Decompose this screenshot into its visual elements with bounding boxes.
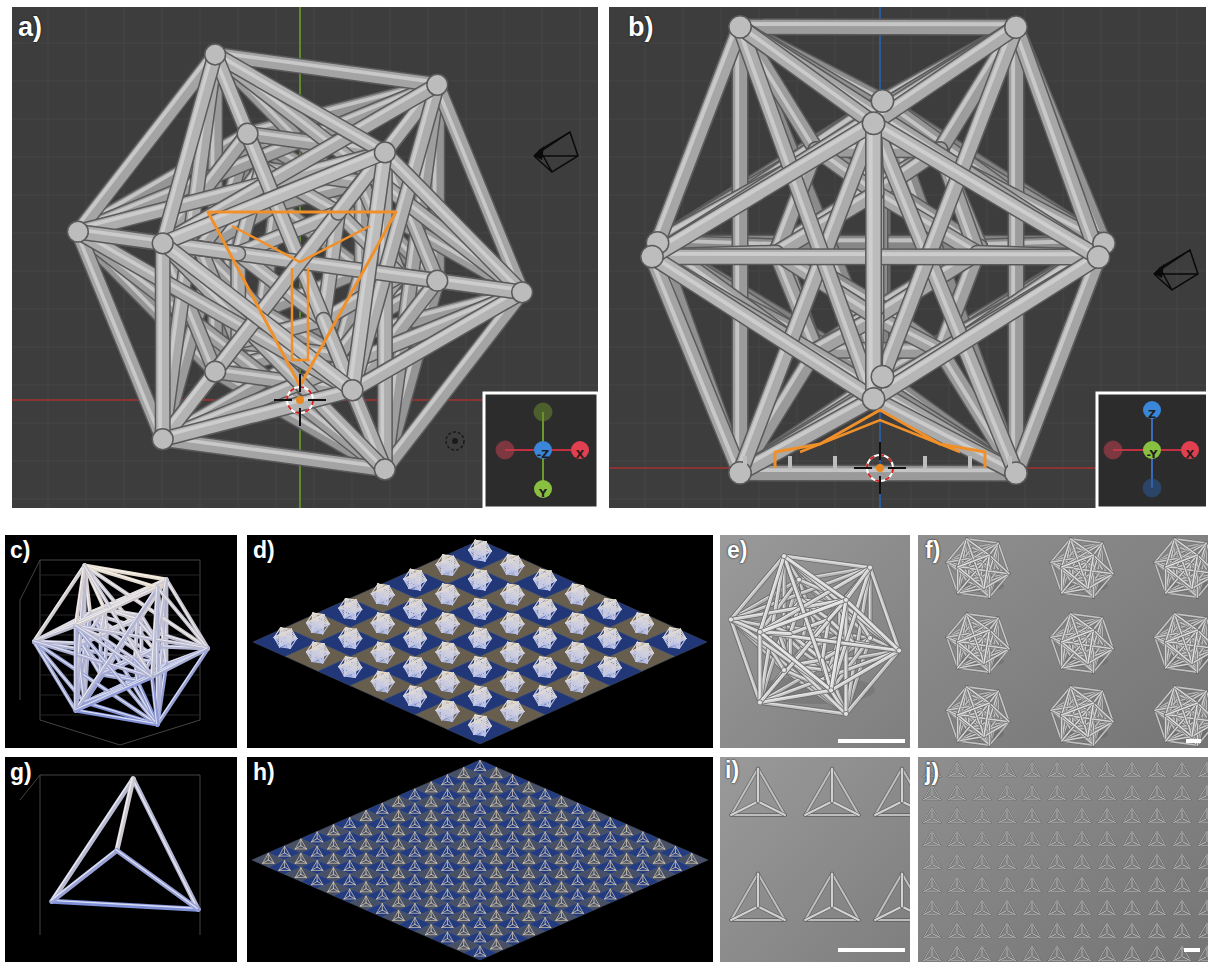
- strut-joint: [512, 282, 533, 303]
- strut: [419, 573, 420, 585]
- strut-joint: [67, 221, 88, 242]
- strut: [581, 599, 582, 605]
- gizmo-axis: [496, 441, 514, 459]
- strut-joint: [374, 459, 395, 480]
- strut: [484, 543, 485, 555]
- strut-joint: [729, 462, 751, 484]
- strut: [419, 584, 420, 590]
- panel-group: [5, 5, 1208, 962]
- strut: [387, 599, 388, 605]
- strut: [387, 587, 388, 599]
- strut: [549, 573, 550, 585]
- strut: [484, 573, 485, 585]
- strut-joint: [862, 388, 884, 410]
- strut-joint: [342, 380, 363, 401]
- figure-panel: [5, 535, 237, 748]
- strut: [516, 558, 517, 570]
- strut: [516, 587, 517, 599]
- strut-joint: [205, 361, 226, 382]
- strut-joint: [374, 142, 395, 163]
- strut-joint: [427, 74, 448, 95]
- strut-joint: [862, 112, 884, 134]
- strut-joint: [1005, 16, 1027, 38]
- strut: [452, 558, 453, 570]
- figure-panel: [247, 535, 713, 748]
- strut-joint: [871, 90, 893, 112]
- strut: [549, 584, 550, 590]
- strut-joint: [641, 245, 663, 267]
- gizmo-axis: [1143, 479, 1161, 497]
- strut: [581, 587, 582, 599]
- strut-joint: [871, 365, 893, 387]
- strut-joint: [152, 233, 173, 254]
- strut-joint: [729, 16, 751, 38]
- strut: [516, 570, 517, 576]
- strut: [452, 570, 453, 576]
- figure-panel: [10, 5, 600, 510]
- strut: [419, 602, 420, 614]
- strut-joint: [205, 44, 226, 65]
- strut: [516, 599, 517, 605]
- strut: [484, 555, 485, 561]
- gizmo-axis: [1104, 441, 1122, 459]
- strut-joint: [427, 270, 448, 291]
- strut: [452, 599, 453, 605]
- view-icon: [452, 438, 458, 444]
- strut-joint: [152, 429, 173, 450]
- strut-joint: [237, 123, 258, 144]
- strut: [484, 584, 485, 590]
- strut-joint: [1087, 246, 1109, 268]
- strut: [452, 587, 453, 599]
- gizmo-axis: [534, 403, 552, 421]
- cursor-3d: [876, 464, 884, 472]
- cursor-3d: [296, 396, 304, 404]
- strut: [419, 614, 420, 620]
- figure-panel: [607, 5, 1208, 510]
